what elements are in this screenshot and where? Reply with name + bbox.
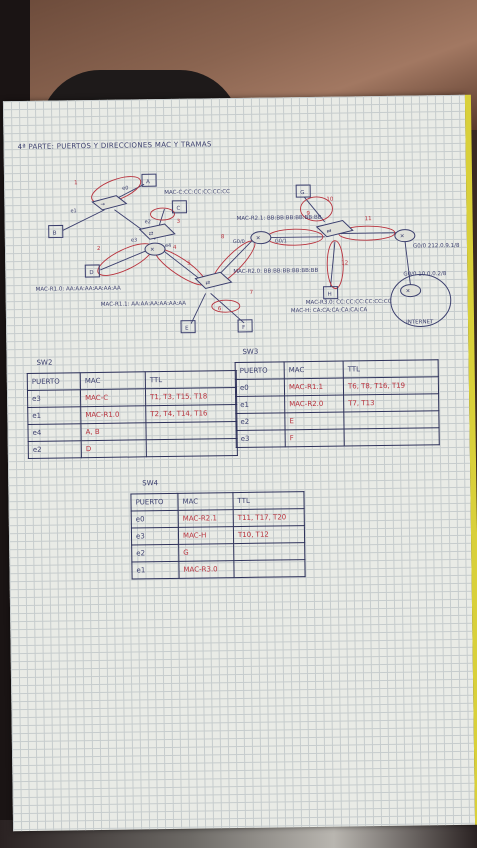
svg-text:6: 6 [218, 306, 222, 312]
internet-cloud: INTERNET [390, 273, 452, 327]
svg-text:G0/1: G0/1 [275, 238, 287, 244]
svg-text:10: 10 [326, 197, 334, 203]
svg-text:G0/0: G0/0 [233, 239, 245, 245]
svg-text:7: 7 [250, 290, 254, 296]
table-row: e1 MAC-R3.0 [131, 559, 306, 580]
svg-text:F: F [242, 325, 245, 331]
switch-sw4: ⇄ [315, 219, 354, 238]
svg-text:✕: ✕ [256, 236, 261, 242]
svg-text:4: 4 [173, 245, 177, 251]
page-edge [464, 94, 477, 825]
col-ttl: TTL [232, 491, 305, 510]
col-puerto: PUERTO [130, 493, 179, 512]
frame-number-labels: 1 2 3 4 5 6 7 8 9 10 11 12 [74, 180, 372, 312]
svg-text:e1: e1 [70, 208, 76, 214]
svg-text:✕: ✕ [406, 289, 411, 295]
col-puerto: PUERTO [27, 372, 81, 391]
host-h: H [323, 286, 339, 300]
host-c: C [171, 200, 188, 214]
router-r3: ✕ [394, 229, 416, 243]
host-f: F [237, 319, 253, 333]
sw2-caption: SW2 [36, 358, 53, 367]
switch-sw3: ⇄ [194, 271, 233, 290]
sw3-table: PUERTO MAC TTL e0 MAC-R1.1 T6, T8, T16, … [235, 359, 440, 448]
svg-text:→: → [100, 202, 105, 208]
svg-text:⇄: ⇄ [205, 280, 210, 286]
host-d: D [84, 264, 100, 278]
sw2-table: PUERTO MAC TTL e3 MAC-C T1, T3, T15, T18… [27, 370, 238, 459]
mac-h-label: MAC-H: CA:CA:CA:CA:CA:CA [291, 307, 368, 314]
svg-text:G: G [300, 190, 304, 196]
svg-text:2: 2 [97, 246, 101, 252]
svg-text:1: 1 [74, 180, 78, 186]
host-e: E [180, 320, 196, 334]
svg-text:D: D [89, 270, 93, 276]
sw4-caption: SW4 [142, 479, 159, 488]
mac-r2-1-label: MAC-R2.1: BB:BB:BB:BB:BB:BB [237, 215, 322, 222]
switch-sw1: → [91, 195, 128, 211]
svg-text:E: E [185, 326, 189, 332]
svg-text:8: 8 [221, 234, 225, 240]
svg-text:✕: ✕ [150, 247, 155, 253]
port-labels: e0 e1 e2 e3 e4 G0/0 G0/1 [70, 186, 287, 249]
svg-text:12: 12 [341, 260, 348, 266]
table-row: e2 D [28, 438, 238, 459]
table-row: e3 F [236, 427, 440, 448]
svg-text:3: 3 [177, 219, 181, 225]
mac-r1-0-label: MAC-R1.0: AA:AA:AA:AA:AA:AA [36, 286, 122, 293]
mac-r2-0-label: MAC-R2.0: BB:BB:BB:BB:BB:BB [233, 268, 318, 275]
svg-text:H: H [328, 292, 332, 298]
host-a: A [141, 173, 157, 187]
svg-text:⇄: ⇄ [327, 229, 332, 235]
svg-text:e3: e3 [131, 237, 137, 243]
svg-text:e0: e0 [122, 186, 128, 192]
col-ttl: TTL [343, 359, 439, 379]
col-mac: MAC [177, 492, 234, 511]
svg-text:C: C [176, 206, 180, 212]
router-r1: ✕ [144, 242, 166, 256]
internet-label: INTERNET [406, 319, 434, 325]
notebook-page: 4ª PARTE: PUERTOS Y DIRECCIONES MAC Y TR… [2, 94, 477, 832]
svg-text:B: B [53, 231, 57, 237]
svg-text:A: A [146, 179, 150, 185]
mac-r1-1-label: MAC-R1.1: AA:AA:AA:AA:AA:AA [101, 301, 187, 308]
router-r2: ✕ [250, 231, 272, 245]
col-ttl: TTL [145, 370, 237, 389]
svg-text:⇄: ⇄ [149, 231, 154, 237]
mac-r3-0-label: MAC-R3.0: CC:CC:CC:CC:CC:CC [306, 299, 392, 306]
network-diagram: → ⇄ ⇄ ⇄ ✕ ✕ ✕ ✕ [36, 173, 460, 334]
r4-ip-label: G0/0 10.0.0.2/8 [403, 271, 447, 278]
svg-text:✕: ✕ [400, 234, 405, 240]
switch-sw2: ⇄ [138, 223, 176, 240]
host-g: G [295, 184, 311, 198]
sw4-table: PUERTO MAC TTL e0 MAC-R2.1 T11, T17, T20… [130, 491, 306, 580]
col-mac: MAC [80, 371, 146, 390]
r3-ip-label: G0/0 212.0.9.1/8 [413, 243, 460, 250]
svg-text:9: 9 [306, 211, 310, 217]
svg-text:e2: e2 [145, 219, 151, 225]
host-b: B [48, 224, 64, 239]
sw3-caption: SW3 [242, 347, 259, 356]
svg-text:e4: e4 [165, 243, 171, 249]
svg-text:11: 11 [365, 216, 372, 222]
svg-text:5: 5 [187, 261, 191, 267]
router-r4: ✕ [400, 284, 422, 298]
col-mac: MAC [284, 361, 344, 379]
col-puerto: PUERTO [235, 361, 285, 380]
mac-c-label: MAC-C:CC:CC:CC:CC:CC [164, 189, 230, 196]
